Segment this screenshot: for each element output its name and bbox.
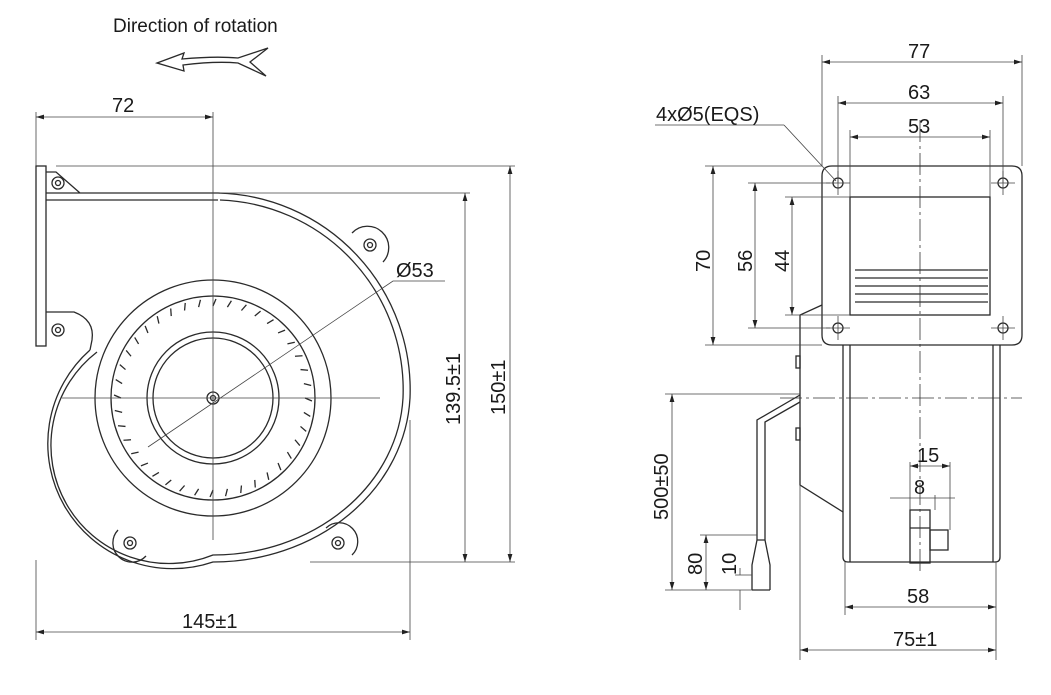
dim-8: 8 bbox=[914, 477, 925, 499]
impeller-blade bbox=[170, 308, 172, 317]
impeller-blade bbox=[144, 325, 149, 334]
impeller-blade bbox=[286, 451, 292, 459]
impeller-blade bbox=[113, 394, 122, 399]
dim-80: 80 bbox=[685, 553, 707, 575]
impeller-blade bbox=[134, 337, 140, 345]
impeller-blade bbox=[156, 316, 160, 324]
impeller-blade bbox=[117, 425, 126, 428]
impeller-blade bbox=[165, 479, 172, 486]
front-view: 72 145±1 139.5±1 150±1 Ø53 bbox=[35, 95, 515, 640]
impeller-blade bbox=[194, 488, 200, 496]
impeller-blade bbox=[266, 319, 274, 325]
dim-15: 15 bbox=[917, 445, 939, 467]
dim-53: 53 bbox=[908, 116, 930, 138]
impeller-blade bbox=[277, 462, 282, 471]
impeller-blade bbox=[152, 471, 160, 477]
dim-75: 75±1 bbox=[893, 629, 937, 651]
impeller-blade bbox=[179, 485, 186, 492]
dim-44: 44 bbox=[772, 250, 794, 272]
rotation-arrow-icon bbox=[154, 47, 269, 77]
impeller-blade bbox=[226, 300, 232, 308]
dim-145: 145±1 bbox=[182, 611, 237, 633]
dim-56: 56 bbox=[735, 250, 757, 272]
impeller-blade bbox=[240, 485, 243, 494]
dim-58: 58 bbox=[907, 586, 929, 608]
dim-500: 500±50 bbox=[651, 453, 673, 520]
impeller-blade bbox=[266, 472, 270, 480]
dim-77: 77 bbox=[908, 41, 930, 63]
impeller-blade bbox=[114, 409, 123, 414]
impeller-blade bbox=[131, 451, 139, 455]
dim-150: 150±1 bbox=[488, 360, 510, 415]
impeller-blade bbox=[303, 382, 312, 387]
dim-72: 72 bbox=[112, 95, 134, 117]
impeller-blade bbox=[294, 439, 301, 446]
dim-63: 63 bbox=[908, 82, 930, 104]
dim-70: 70 bbox=[693, 250, 715, 272]
impeller-blade bbox=[115, 379, 123, 385]
impeller-blade bbox=[304, 397, 313, 402]
rotation-title: Direction of rotation bbox=[113, 16, 278, 37]
impeller-blade bbox=[119, 364, 126, 371]
impeller-blade bbox=[212, 298, 217, 307]
impeller-blade bbox=[183, 302, 186, 311]
dim-10: 10 bbox=[719, 553, 741, 575]
impeller-blade bbox=[294, 355, 303, 357]
impeller-blade bbox=[140, 462, 149, 467]
impeller-blade bbox=[287, 341, 295, 345]
impeller-blade bbox=[254, 310, 261, 317]
impeller-blade bbox=[125, 350, 132, 357]
impeller-blade bbox=[300, 425, 307, 432]
impeller-blades bbox=[113, 298, 313, 498]
mounting-lug bbox=[51, 176, 390, 563]
dim-139-5: 139.5±1 bbox=[443, 353, 465, 425]
impeller-blade bbox=[197, 299, 202, 308]
mounting-holes-label: 4xØ5(EQS) bbox=[656, 104, 759, 126]
impeller-blade bbox=[123, 439, 132, 441]
impeller-blade bbox=[277, 329, 286, 334]
impeller-blade bbox=[240, 304, 247, 311]
impeller-blade bbox=[303, 411, 311, 417]
impeller-blade bbox=[300, 368, 309, 371]
impeller-blade bbox=[224, 488, 229, 497]
dim-diameter-53: Ø53 bbox=[396, 260, 434, 282]
impeller-blade bbox=[254, 479, 256, 488]
impeller-blade bbox=[209, 489, 214, 498]
side-view: 77 63 53 4xØ5(EQS) 70 56 44 500±50 80 10… bbox=[651, 41, 1023, 660]
